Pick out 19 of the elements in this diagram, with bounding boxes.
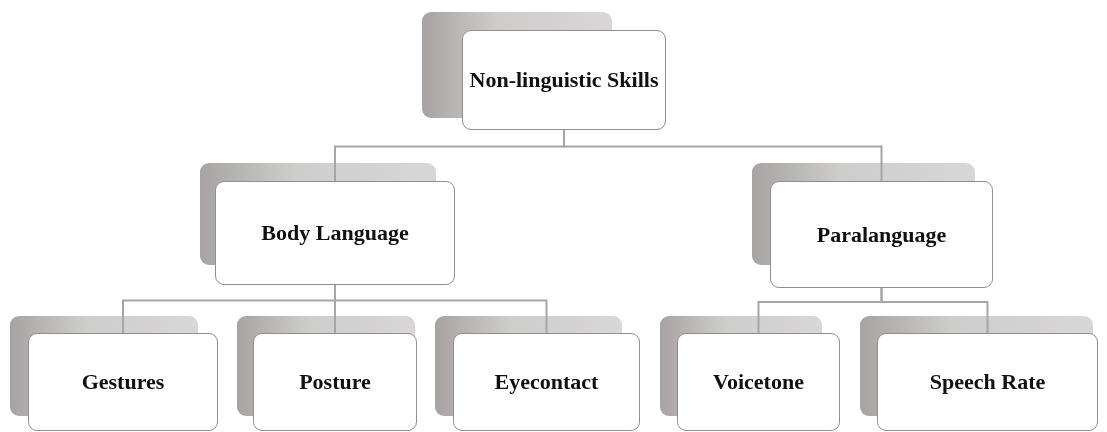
node-box (877, 333, 1098, 431)
connector-line (334, 284, 548, 334)
connector-line (880, 287, 989, 334)
node-label: Paralanguage (816, 221, 947, 248)
node-label: Posture (299, 369, 371, 395)
node-box (28, 333, 218, 431)
node-box (453, 333, 640, 431)
node-box (770, 181, 993, 288)
node-label: Speech Rate (929, 369, 1046, 395)
node-label: Eyecontact (494, 369, 599, 395)
node-box (677, 333, 840, 431)
node-label: Non-linguistic Skills (469, 67, 659, 93)
node-label: Gestures (81, 369, 165, 395)
node-box (462, 30, 666, 130)
node-label: Body Language (261, 220, 409, 246)
node-box (253, 333, 417, 431)
node-box (215, 181, 455, 285)
node-label: Voicetone (713, 369, 804, 395)
connector-line (563, 129, 883, 182)
